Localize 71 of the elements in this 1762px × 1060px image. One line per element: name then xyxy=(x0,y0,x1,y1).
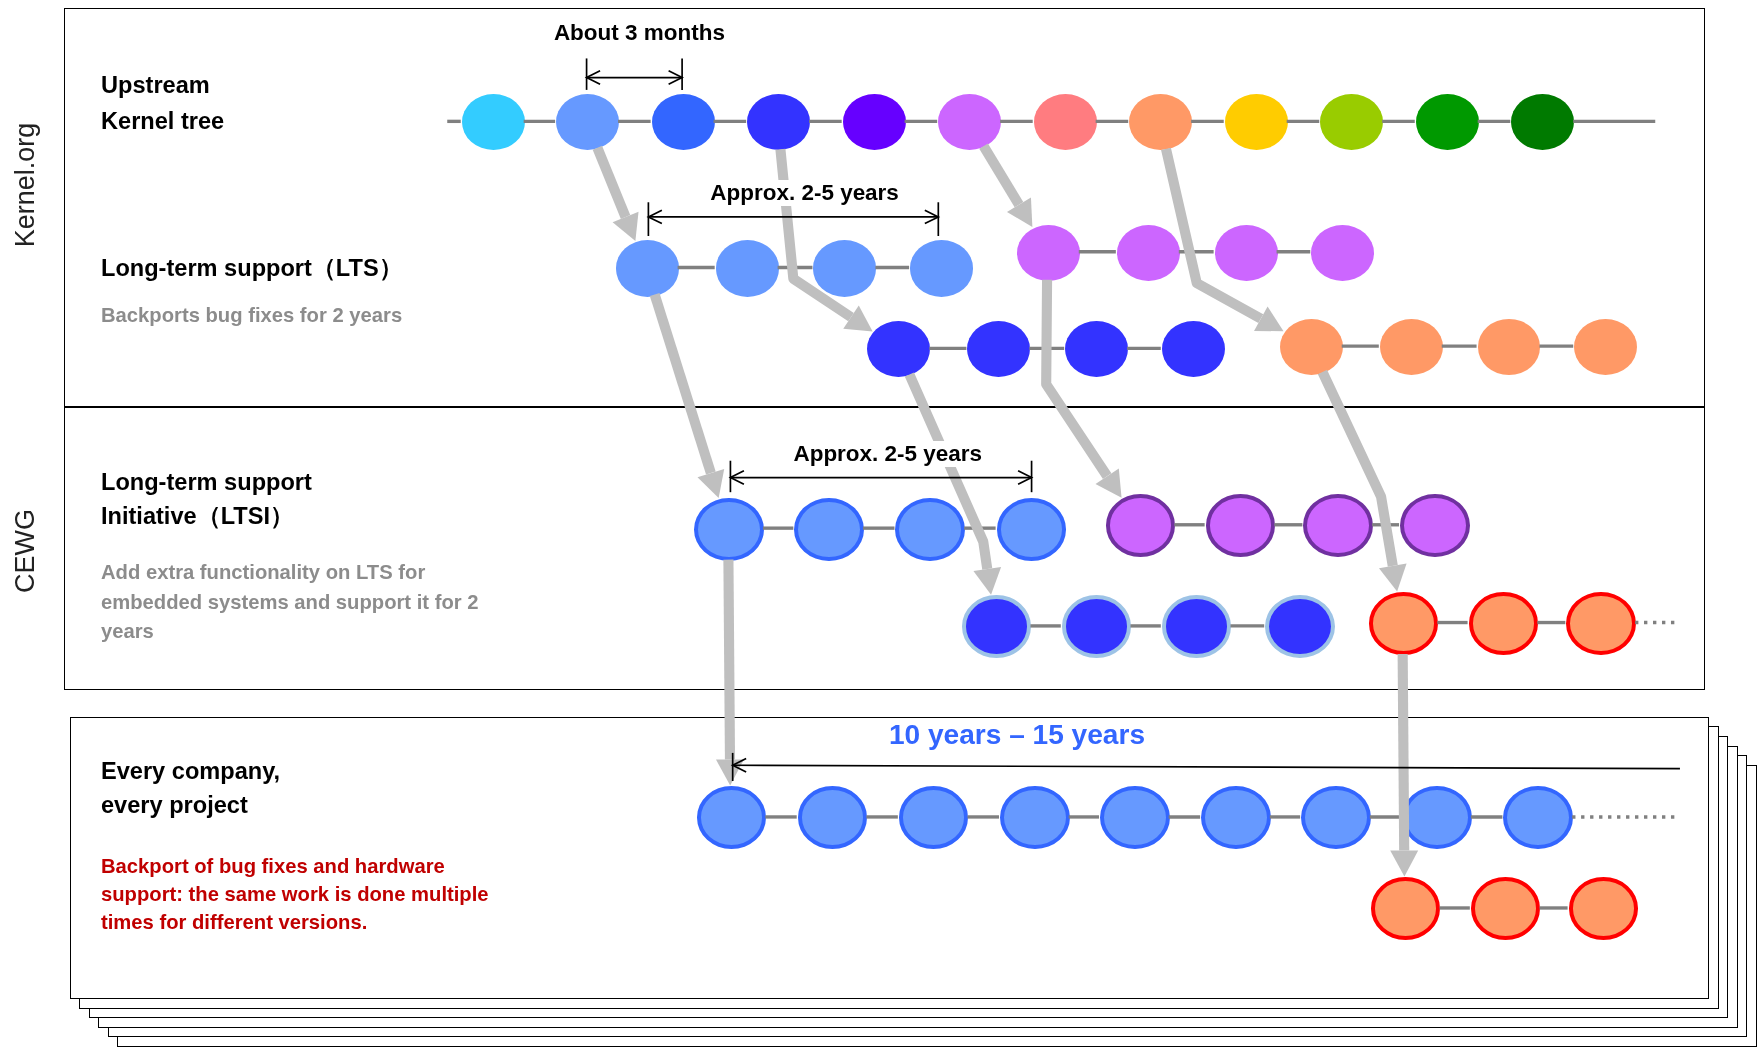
connector-line xyxy=(713,119,747,124)
connector-line xyxy=(1437,620,1468,625)
connector-line xyxy=(1029,346,1065,351)
connector-line xyxy=(777,265,813,270)
connector-line xyxy=(1095,119,1129,124)
connector-line xyxy=(964,526,996,530)
timeline-panel xyxy=(64,406,1705,690)
connector-line xyxy=(1068,815,1099,819)
section-heading: Kernel.org xyxy=(9,123,41,248)
connector-line xyxy=(1341,344,1379,348)
arrow xyxy=(715,559,744,786)
arrow xyxy=(775,148,873,332)
connector-line xyxy=(765,815,797,819)
timeline-panel xyxy=(64,7,1705,407)
row-title: Upstream Kernel tree xyxy=(101,71,226,137)
connector-line xyxy=(1537,620,1566,625)
connector-line xyxy=(1441,344,1477,348)
connector-line xyxy=(1269,815,1301,819)
connector-line xyxy=(809,119,842,124)
connector-line xyxy=(1572,815,1675,819)
connector-line xyxy=(1230,624,1265,628)
row-description: Backport of bug fixes and hardware support: the same work is done multiple times for different versions. xyxy=(101,853,490,935)
connector-line xyxy=(447,119,461,124)
connector-line xyxy=(1539,344,1574,348)
row-title: Long-term support（LTS） xyxy=(101,253,404,283)
connector-line xyxy=(967,815,999,819)
connector-line xyxy=(1382,119,1415,124)
connector-line xyxy=(1276,250,1311,254)
row-title: Every company, every project xyxy=(101,757,282,820)
connector-line xyxy=(1274,523,1303,527)
connector-line xyxy=(1191,119,1224,124)
row-description: Backports bug fixes for 2 years xyxy=(101,303,404,328)
connector-line xyxy=(1539,906,1568,910)
connector-line xyxy=(1078,250,1116,254)
connector-line xyxy=(929,346,967,351)
connector-line xyxy=(904,119,938,124)
arrow xyxy=(904,372,1002,595)
row-title: Long-term support Initiative（LTSI） xyxy=(101,468,313,531)
connector-line xyxy=(1030,624,1061,628)
connector-line xyxy=(1000,119,1033,124)
connector-line xyxy=(763,526,794,530)
arrow xyxy=(1390,653,1419,877)
connector-line xyxy=(677,265,715,270)
version-dot xyxy=(715,240,779,297)
arrow xyxy=(1317,369,1407,592)
connector-line xyxy=(863,526,895,530)
connector-line xyxy=(1477,119,1511,124)
connector-line xyxy=(618,119,651,124)
connector-line xyxy=(866,815,898,819)
connector-line xyxy=(1372,523,1400,527)
connector-line xyxy=(875,265,910,270)
arrow xyxy=(979,143,1033,227)
connector-line xyxy=(1178,250,1214,254)
connector-line xyxy=(1439,906,1470,910)
arrow xyxy=(592,145,639,242)
connector-line xyxy=(1573,119,1656,124)
connector-line xyxy=(523,119,556,124)
connector-line xyxy=(1174,523,1205,527)
timeline-panel xyxy=(69,716,1710,999)
connector-line xyxy=(1635,620,1675,625)
connector-line xyxy=(1130,624,1161,628)
connector-line xyxy=(1127,346,1161,351)
connector-line xyxy=(1369,815,1402,819)
arrow xyxy=(1041,279,1122,498)
connector-line xyxy=(1286,119,1320,124)
arrow xyxy=(649,292,725,498)
connector-line xyxy=(1470,815,1503,819)
arrow xyxy=(1161,147,1284,332)
section-heading: CEWG xyxy=(9,508,41,593)
connector-line xyxy=(1168,815,1201,819)
row-description: Add extra functionality on LTS for embedded systems and support it for 2 years xyxy=(101,560,480,644)
